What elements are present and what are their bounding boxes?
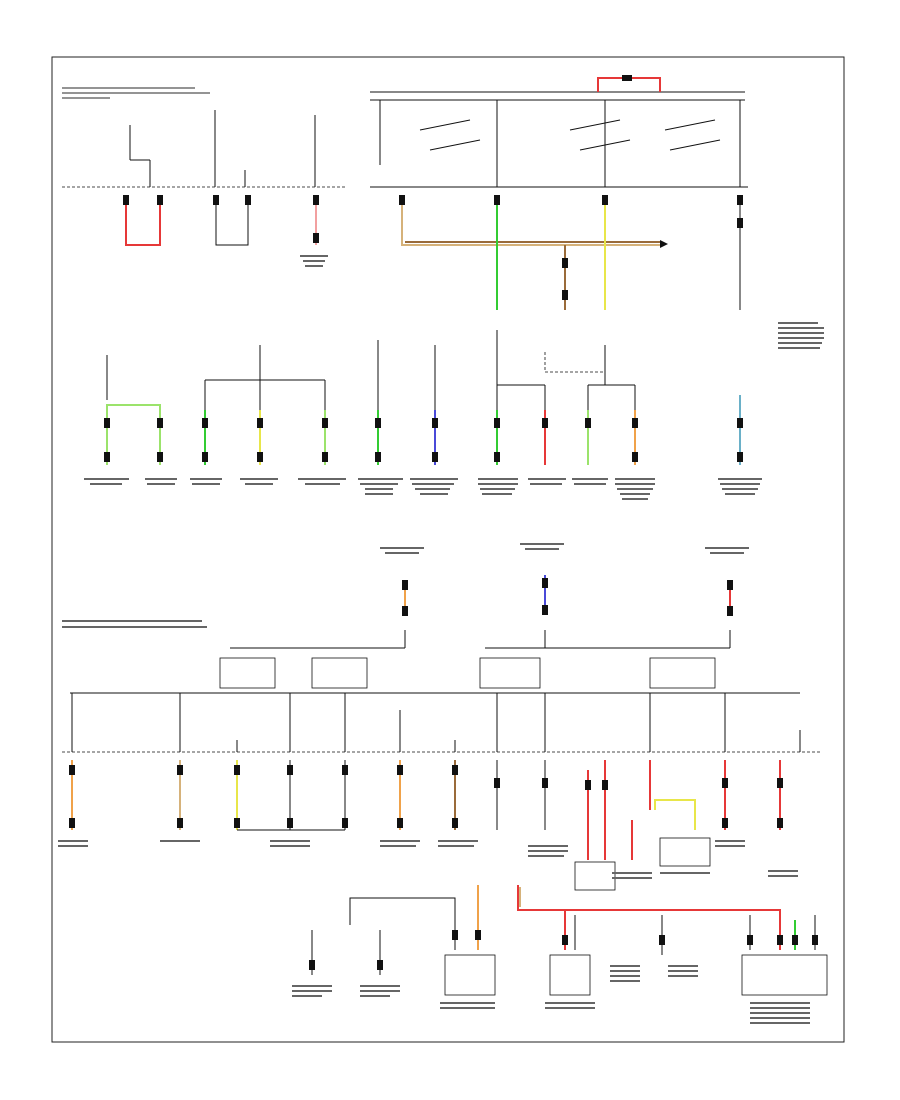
diagram-frame bbox=[51, 56, 845, 1043]
lower-feeds bbox=[402, 575, 733, 616]
top-left-pink-feed bbox=[313, 195, 319, 245]
bottom-section bbox=[309, 885, 828, 996]
ignition-outputs bbox=[399, 195, 743, 310]
left-fuse-box-label bbox=[62, 87, 210, 99]
lower-relay-boxes bbox=[219, 630, 731, 689]
top-left-black-loop bbox=[213, 195, 251, 246]
ignition-switch-contacts bbox=[379, 100, 741, 187]
top-left-red-loop bbox=[123, 195, 163, 246]
component-label-marks bbox=[58, 255, 824, 1024]
lower-fuse-row bbox=[69, 693, 801, 891]
ignition-feed-connector bbox=[622, 75, 632, 81]
middle-fuse-row bbox=[104, 330, 743, 465]
top-left-fuses bbox=[129, 110, 316, 187]
